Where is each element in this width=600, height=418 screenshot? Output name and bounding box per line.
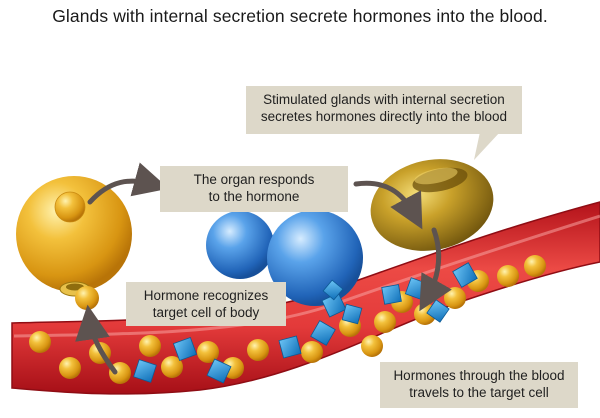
label-travels-line2: travels to the target cell [409,385,549,400]
label-recognizes-line1: Hormone recognizes [143,288,269,303]
receptor-icon [59,281,99,310]
label-organ-responds: The organ responds to the hormone [160,166,348,212]
label-organ-responds-line1: The organ responds [193,172,315,187]
label-organ-responds-line2: to the hormone [208,189,300,204]
page-title: Glands with internal secretion secrete h… [52,6,548,26]
label-stimulated-line2: secretes hormones directly into the bloo… [260,109,508,124]
label-hormone-recognizes: Hormone recognizes target cell of body [126,282,286,326]
blue-cell-large [267,210,363,306]
label-travels-line1: Hormones through the blood [393,368,565,383]
target-cell-hormone [54,191,86,223]
target-cell [16,176,132,292]
label-stimulated-line1: Stimulated glands with internal secretio… [263,92,505,107]
label-stimulated-glands: Stimulated glands with internal secretio… [246,86,522,134]
blue-cell-small [206,211,274,279]
label-pointer-stimulated [474,132,500,160]
curved-arrow-icon [75,162,452,375]
label-recognizes-line2: target cell of body [152,305,260,320]
label-hormones-travel: Hormones through the blood travels to th… [380,362,578,408]
